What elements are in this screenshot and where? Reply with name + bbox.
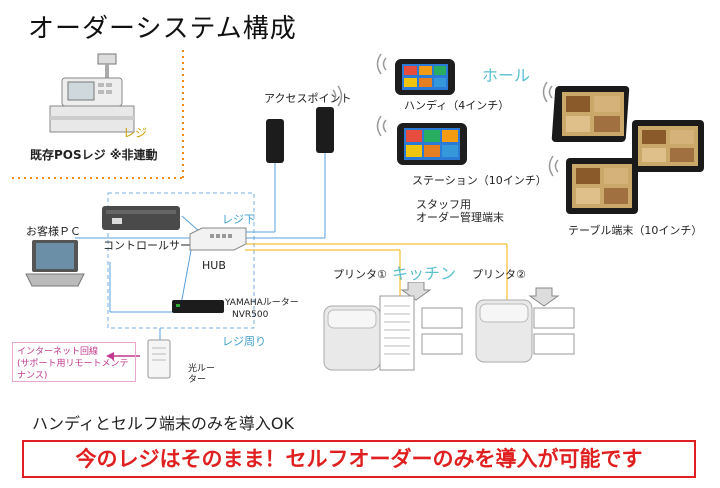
hub-router-link (179, 244, 193, 311)
printer1-label: プリンタ① (333, 268, 387, 281)
pos-register-icon (49, 53, 135, 133)
printer2-illustration (475, 287, 575, 363)
table-terminal-label: テーブル端末（10インチ） (568, 224, 703, 237)
printer1-illustration (323, 282, 463, 371)
internet-note-box: インターネット回線 (サポート用リモートメンテナンス) (12, 342, 136, 382)
laptop-icon (25, 240, 85, 287)
access-point-icons (266, 107, 334, 163)
router-label-line1: YAMAHAルーター (225, 298, 299, 308)
printer2-ticket-1 (533, 307, 575, 329)
station-device-icon (397, 123, 467, 165)
printer2-label: プリンタ② (472, 268, 526, 281)
table-terminal-3 (566, 158, 638, 214)
handy-label: ハンディ（4インチ） (404, 99, 510, 112)
kitchen-label: キッチン (392, 264, 457, 283)
handy-device-icon (395, 59, 455, 95)
control-server-icon (102, 206, 180, 230)
table-terminal-2 (632, 120, 704, 172)
hub-label: HUB (202, 259, 226, 272)
fiber-router-label-line2: ター (188, 375, 207, 385)
hub-icon (189, 227, 247, 251)
control-server-label: コントロールサーバー (103, 239, 213, 252)
staff-note-line1: スタッフ用 (416, 198, 471, 211)
router-icon (172, 300, 224, 313)
table-terminal-icons (551, 86, 704, 214)
access-point-label: アクセスポイント (264, 92, 352, 105)
footer-statement: ハンディとセルフ端末のみを導入OK (32, 414, 294, 433)
page-title: オーダーシステム構成 (28, 14, 297, 44)
printer2-down-arrow (528, 287, 560, 307)
register-area-label: レジ周り (222, 335, 266, 348)
printer1-ticket-1 (421, 307, 463, 329)
register-under-label: レジ下 (222, 213, 255, 226)
router-label-line2: NVR500 (232, 310, 269, 320)
register-area-box (107, 192, 255, 329)
internet-arrow-head (106, 352, 114, 360)
highlight-banner: 今のレジはそのまま！セルフオーダーのみを導入が可能です (22, 440, 696, 478)
internet-note-line2: (サポート用リモートメンテナンス) (17, 359, 129, 381)
printer1-ticket-2 (421, 333, 463, 355)
pos-label: レジ (123, 126, 148, 140)
fiber-router-icon (147, 339, 171, 379)
staff-note-line2: オーダー管理端末 (416, 211, 504, 224)
fiber-router-label-line1: 光ルー (188, 364, 216, 374)
server-hub-link (181, 215, 201, 233)
customer-pc-label: お客様ＰＣ (26, 225, 81, 238)
hall-label: ホール (482, 66, 531, 85)
printer2-ticket-2 (533, 333, 575, 355)
pos-caption: 既存POSレジ ※非連動 (30, 148, 158, 162)
printer1-receipt (379, 295, 415, 371)
printer1-down-arrow (400, 282, 432, 301)
station-label: ステーション（10インチ） (412, 174, 547, 187)
internet-note-line1: インターネット回線 (17, 347, 99, 357)
table-terminal-1 (551, 86, 630, 142)
